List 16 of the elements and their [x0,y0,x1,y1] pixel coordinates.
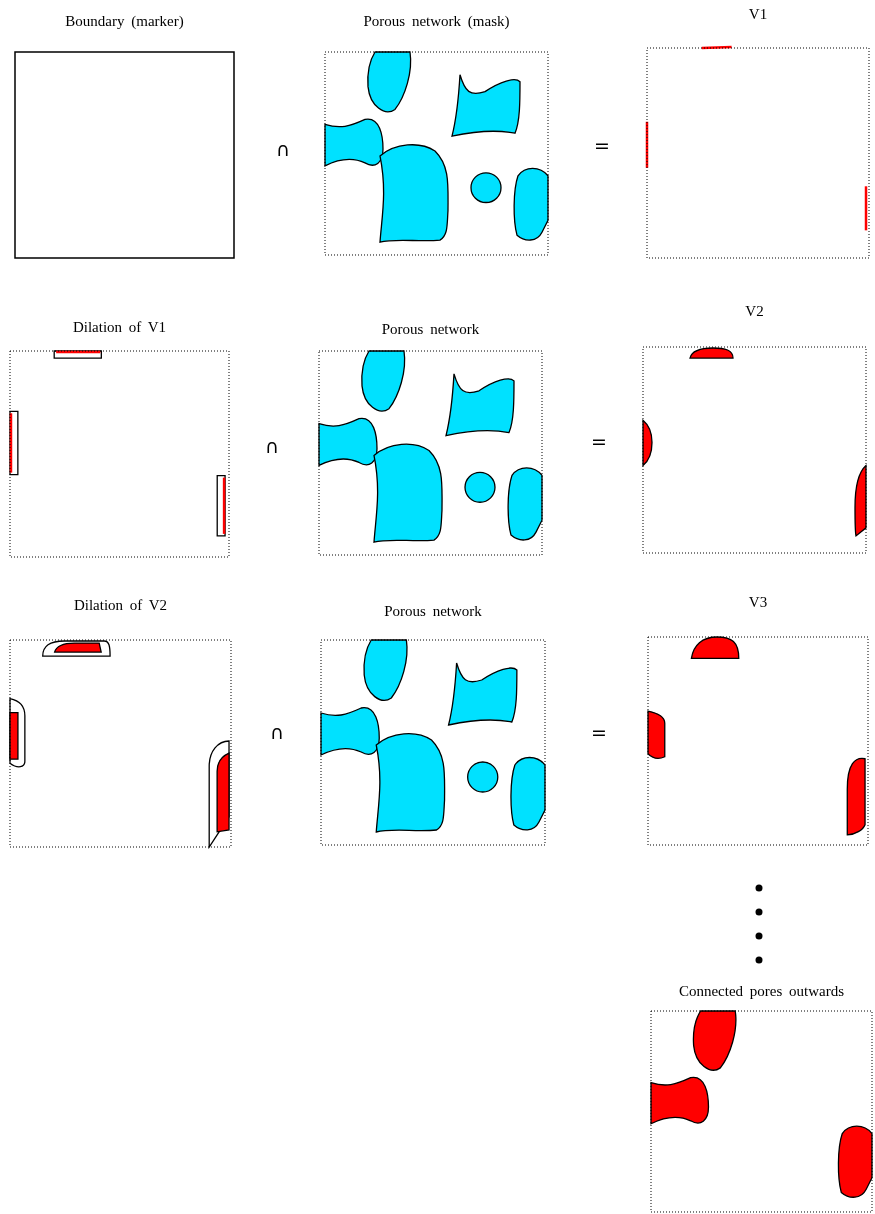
panel-title: V2 [745,302,764,320]
panel-title: Boundary (marker) [65,12,184,30]
operator-symbol: = [591,721,607,743]
panel-title: Porous network (mask) [363,12,510,30]
operator-symbol: ∩ [265,435,279,457]
panel-title: Dilation of V2 [73,596,168,614]
operator-symbol: ∩ [270,721,284,743]
panel-title: V3 [748,593,768,611]
panel-title: Porous network [381,320,480,338]
panel-title: V1 [748,5,768,23]
panel-title: Dilation of V1 [72,318,167,336]
panel-title: Porous network [384,602,482,620]
operator-symbol: = [594,134,610,156]
operator-symbol: ∩ [276,138,290,160]
panel-title: Connected pores outwards [678,982,845,1000]
operator-symbol: = [591,430,607,452]
